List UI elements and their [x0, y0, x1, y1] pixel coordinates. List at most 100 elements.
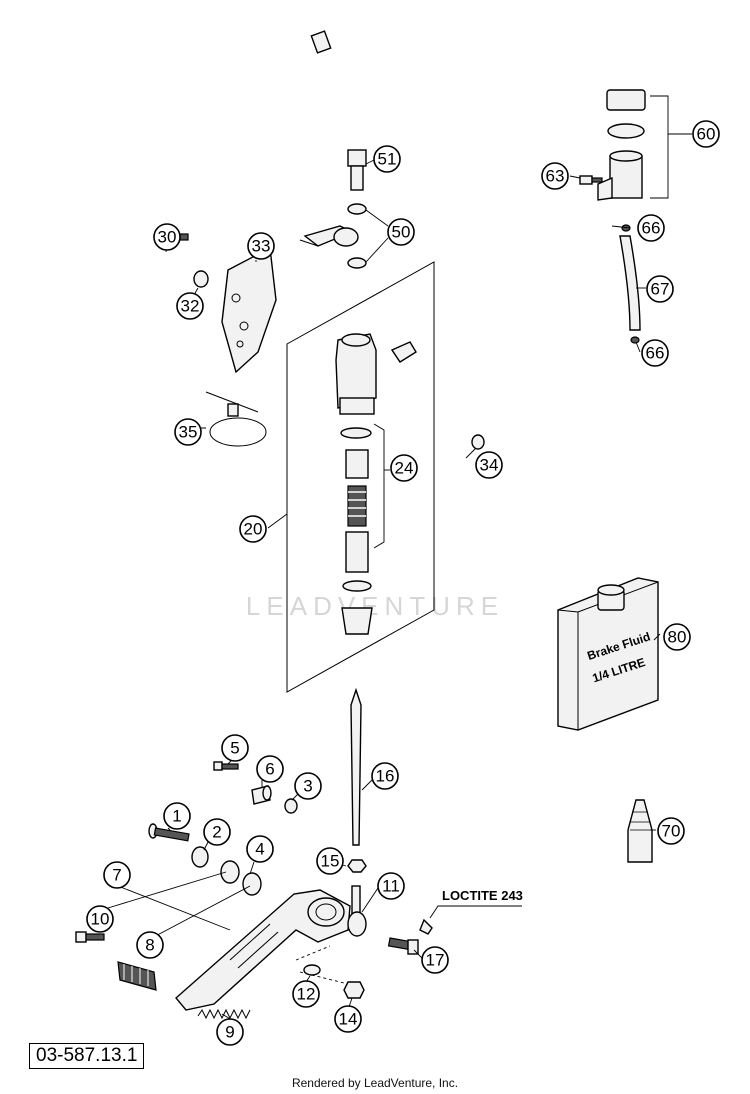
- svg-text:80: 80: [668, 628, 687, 647]
- loctite-tube: [627, 799, 653, 863]
- svg-text:60: 60: [697, 125, 716, 144]
- callout-67: 67: [646, 275, 674, 303]
- callout-63: 63: [541, 162, 569, 190]
- watermark-text: LEADVENTURE: [246, 591, 504, 621]
- callout-33: 33: [247, 232, 275, 260]
- callout-60: 60: [692, 120, 720, 148]
- bolt-17: [387, 937, 419, 955]
- svg-text:16: 16: [376, 767, 395, 786]
- guard-nut: [193, 270, 209, 288]
- brake-fluid-bottle: Brake Fluid 1/4 LITRE: [557, 577, 659, 731]
- svg-text:2: 2: [212, 823, 221, 842]
- piston-kit: [341, 449, 373, 635]
- callout-10: 10: [86, 905, 114, 933]
- callout-2: 2: [203, 818, 231, 846]
- callout-51: 51: [373, 145, 401, 173]
- footer-credit: Rendered by LeadVenture, Inc.: [291, 1076, 459, 1090]
- callout-7: 7: [103, 861, 131, 889]
- svg-text:33: 33: [252, 237, 271, 256]
- callout-14: 14: [334, 1005, 362, 1033]
- loctite-drop: [419, 918, 433, 935]
- callout-1: 1: [163, 802, 191, 830]
- callout-66-top: 66: [637, 214, 665, 242]
- callout-3: 3: [294, 772, 322, 800]
- callout-15: 15: [316, 847, 344, 875]
- screw-10: [75, 931, 105, 943]
- master-cylinder-group-outline: [286, 261, 435, 693]
- svg-text:17: 17: [426, 951, 445, 970]
- callout-80: 80: [663, 623, 691, 651]
- svg-text:70: 70: [662, 822, 681, 841]
- callout-8: 8: [136, 931, 164, 959]
- screw-5: [213, 761, 239, 771]
- svg-text:10: 10: [91, 910, 110, 929]
- svg-text:67: 67: [651, 280, 670, 299]
- svg-text:6: 6: [265, 760, 274, 779]
- callout-6: 6: [256, 755, 284, 783]
- svg-text:8: 8: [145, 936, 154, 955]
- callout-30: 30: [153, 223, 181, 251]
- svg-text:15: 15: [321, 852, 340, 871]
- callout-66-bottom: 66: [641, 339, 669, 367]
- loctite-leader: [429, 905, 522, 919]
- svg-text:3: 3: [303, 777, 312, 796]
- callout-4: 4: [246, 835, 274, 863]
- bearings-4: [220, 860, 262, 896]
- spacer-6: [251, 785, 272, 805]
- svg-text:63: 63: [546, 167, 565, 186]
- reservoir-screw: [579, 175, 603, 185]
- callout-11: 11: [377, 872, 405, 900]
- return-spring: [197, 1008, 251, 1020]
- callout-35: 35: [174, 418, 202, 446]
- svg-text:20: 20: [244, 520, 263, 539]
- cable-tie: [205, 391, 267, 447]
- loctite-note: LOCTITE 243: [442, 888, 523, 903]
- nut-34: [471, 434, 485, 450]
- callout-5: 5: [221, 734, 249, 762]
- callout-12: 12: [292, 980, 320, 1008]
- banjo-fitting: [299, 203, 367, 269]
- svg-text:9: 9: [225, 1023, 234, 1042]
- svg-text:66: 66: [642, 219, 661, 238]
- svg-text:66: 66: [646, 344, 665, 363]
- svg-text:51: 51: [378, 150, 397, 169]
- master-cylinder-body: [335, 333, 417, 439]
- svg-text:12: 12: [297, 985, 316, 1004]
- svg-text:1: 1: [172, 807, 181, 826]
- callout-16: 16: [371, 762, 399, 790]
- nut-3: [284, 798, 298, 814]
- svg-text:24: 24: [395, 459, 414, 478]
- nut-15: [347, 859, 367, 873]
- callout-32: 32: [176, 292, 204, 320]
- svg-text:50: 50: [392, 223, 411, 242]
- svg-text:32: 32: [181, 297, 200, 316]
- svg-text:7: 7: [112, 866, 121, 885]
- callout-70: 70: [657, 817, 685, 845]
- pedal-rubber: [117, 961, 157, 991]
- svg-text:34: 34: [480, 456, 499, 475]
- reservoir-bracket: [650, 95, 692, 199]
- svg-text:14: 14: [339, 1010, 358, 1029]
- screw-1: [148, 823, 190, 842]
- callout-9: 9: [216, 1018, 244, 1046]
- svg-text:4: 4: [255, 840, 264, 859]
- diagram-id-box: 03-587.13.1: [29, 1043, 145, 1069]
- hose-guard: [221, 246, 277, 374]
- callout-24: 24: [390, 454, 418, 482]
- push-rod: [350, 687, 362, 846]
- brake-light-switch: [310, 30, 367, 191]
- reservoir: [597, 89, 646, 201]
- eye-bolt: [347, 885, 367, 937]
- reservoir-hose: [619, 224, 641, 344]
- svg-text:35: 35: [179, 423, 198, 442]
- nut-14: [343, 981, 365, 999]
- callout-50: 50: [387, 218, 415, 246]
- svg-text:5: 5: [230, 739, 239, 758]
- svg-text:11: 11: [382, 877, 400, 896]
- brake-pedal: [175, 889, 351, 1011]
- callout-34: 34: [475, 451, 503, 479]
- callout-20: 20: [239, 515, 267, 543]
- svg-text:30: 30: [158, 228, 177, 247]
- piston-kit-bracket: [373, 423, 385, 549]
